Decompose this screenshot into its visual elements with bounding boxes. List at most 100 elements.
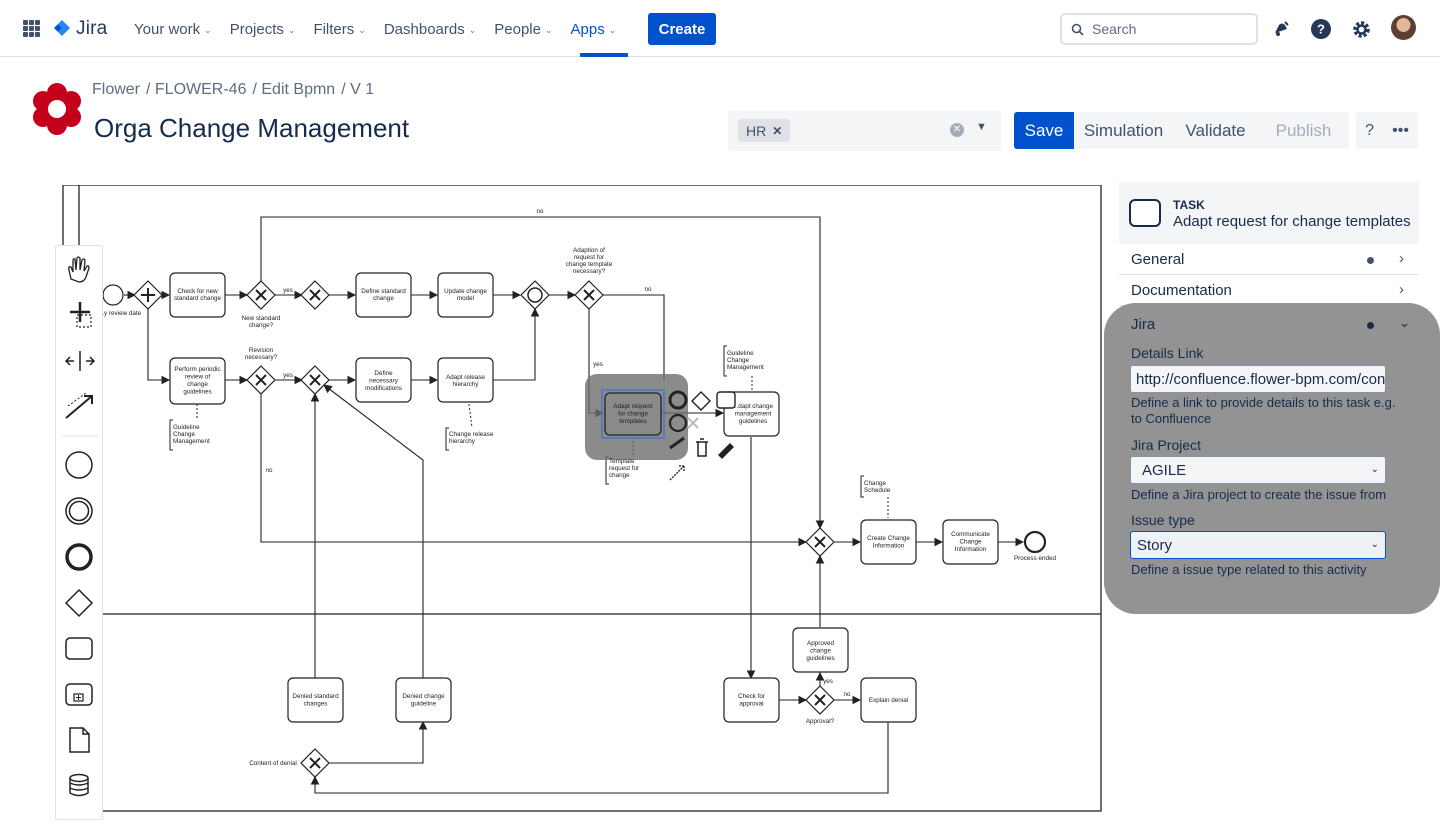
task-box[interactable] — [942, 519, 999, 565]
notifications-icon[interactable] — [1270, 18, 1292, 40]
help-icon[interactable]: ? — [1310, 18, 1332, 40]
remove-tag-icon[interactable]: ✕ — [772, 123, 783, 138]
task-box[interactable] — [169, 272, 226, 318]
nav-dashboards[interactable]: Dashboards⌄ — [384, 16, 476, 42]
event-label: Process ended — [1014, 555, 1057, 562]
task-type-icon — [1129, 199, 1161, 227]
task-box[interactable] — [355, 272, 412, 318]
space-tool-icon[interactable] — [64, 351, 96, 371]
task-box[interactable] — [355, 357, 412, 403]
breadcrumb-item[interactable]: / FLOWER-46 — [146, 81, 247, 98]
nav-projects[interactable]: Projects⌄ — [230, 16, 296, 42]
simulation-button[interactable]: Simulation — [1074, 112, 1173, 149]
jira-logo-text: Jira — [76, 18, 108, 39]
task-box[interactable] — [723, 391, 780, 437]
task-box[interactable] — [395, 677, 452, 723]
end-event-tool-icon[interactable] — [65, 543, 93, 571]
jira-section-header[interactable]: Jira ⌄ — [1119, 309, 1419, 340]
flow-label: no — [843, 691, 851, 698]
lasso-tool-icon[interactable] — [70, 302, 92, 328]
status-dot-icon — [1367, 257, 1374, 264]
jira-project-select[interactable]: AGILE ⌄ — [1130, 456, 1386, 484]
publish-button[interactable]: Publish — [1258, 112, 1349, 149]
chevron-down-icon: ⌄ — [287, 24, 296, 35]
start-event-tool-icon[interactable] — [65, 451, 93, 479]
section-label: General — [1131, 250, 1185, 268]
flow-label: yes — [283, 287, 293, 294]
connect-tool-icon[interactable] — [65, 392, 93, 419]
help-button[interactable]: ? — [1365, 121, 1374, 139]
gateway-tool-icon[interactable] — [64, 588, 94, 618]
tag-select[interactable]: HR ✕ ✕ ▼ — [728, 111, 1001, 151]
save-button[interactable]: Save — [1014, 112, 1074, 149]
nav-label: Filters — [313, 20, 355, 38]
task-box[interactable] — [437, 272, 494, 318]
task-box[interactable] — [860, 677, 917, 723]
tag-chip: HR ✕ — [738, 119, 791, 142]
section-general[interactable]: General › — [1119, 244, 1419, 275]
flow-label: yes — [283, 372, 293, 379]
clear-icon[interactable]: ✕ — [950, 123, 964, 137]
nav-apps[interactable]: Apps⌄ — [571, 16, 617, 42]
user-avatar[interactable] — [1391, 15, 1416, 40]
selected-task[interactable] — [604, 392, 662, 436]
more-actions-button[interactable]: ••• — [1392, 121, 1409, 139]
section-label: Jira — [1131, 316, 1156, 333]
task-box[interactable] — [437, 357, 494, 403]
breadcrumb-item[interactable]: Flower — [92, 81, 141, 98]
breadcrumb-item[interactable]: / V 1 — [341, 81, 375, 98]
select-value: Story — [1137, 536, 1173, 554]
context-pad[interactable] — [668, 390, 736, 481]
panel-header: TASK Adapt request for change templates — [1119, 182, 1419, 244]
chevron-down-icon[interactable]: ▼ — [976, 121, 987, 133]
data-store-tool-icon[interactable] — [69, 773, 89, 797]
breadcrumb-item[interactable]: / Edit Bpmn — [252, 81, 336, 98]
task-tool-icon[interactable] — [65, 637, 93, 660]
end-event[interactable] — [1023, 530, 1047, 554]
chevron-down-icon: ⌄ — [468, 24, 477, 35]
task-box[interactable] — [860, 519, 917, 565]
task-box[interactable] — [169, 357, 226, 405]
inclusive-gateway[interactable] — [520, 280, 550, 310]
nav-people[interactable]: People⌄ — [494, 16, 552, 42]
hand-tool-icon[interactable] — [68, 256, 90, 283]
intermediate-event-tool-icon[interactable] — [65, 497, 93, 525]
task-box[interactable] — [287, 677, 344, 723]
task-box[interactable] — [723, 677, 780, 723]
create-button[interactable]: Create — [648, 13, 716, 45]
search-input[interactable]: Search — [1060, 13, 1258, 45]
flow-label: no — [644, 286, 652, 293]
select-value: AGILE — [1142, 461, 1187, 479]
task-label: Explain denial — [869, 697, 908, 704]
flow-label: yes — [593, 361, 603, 368]
start-event[interactable] — [102, 284, 124, 306]
validate-button[interactable]: Validate — [1173, 112, 1258, 149]
page-title: Orga Change Management — [94, 113, 410, 143]
settings-gear-icon[interactable] — [1350, 18, 1372, 40]
nav-label: Dashboards — [383, 20, 465, 38]
search-icon — [1071, 23, 1084, 36]
chevron-down-icon: ⌄ — [204, 24, 212, 35]
jira-logo[interactable]: Jira — [52, 17, 107, 41]
nav-filters[interactable]: Filters⌄ — [313, 16, 365, 42]
subprocess-tool-icon[interactable] — [65, 683, 93, 706]
nav-your-work[interactable]: Your work⌄ — [134, 16, 212, 42]
tag-label: HR — [746, 122, 767, 139]
section-documentation[interactable]: Documentation › — [1119, 275, 1419, 306]
details-link-input[interactable]: http://confluence.flower-bpm.com/conte — [1130, 365, 1386, 393]
issue-type-select[interactable]: Story ⌄ — [1130, 531, 1386, 559]
jira-project-help: Define a Jira project to create the issu… — [1131, 487, 1387, 502]
task-box[interactable] — [792, 627, 849, 673]
app-switcher-icon[interactable] — [23, 20, 40, 37]
data-object-tool-icon[interactable] — [69, 727, 90, 753]
